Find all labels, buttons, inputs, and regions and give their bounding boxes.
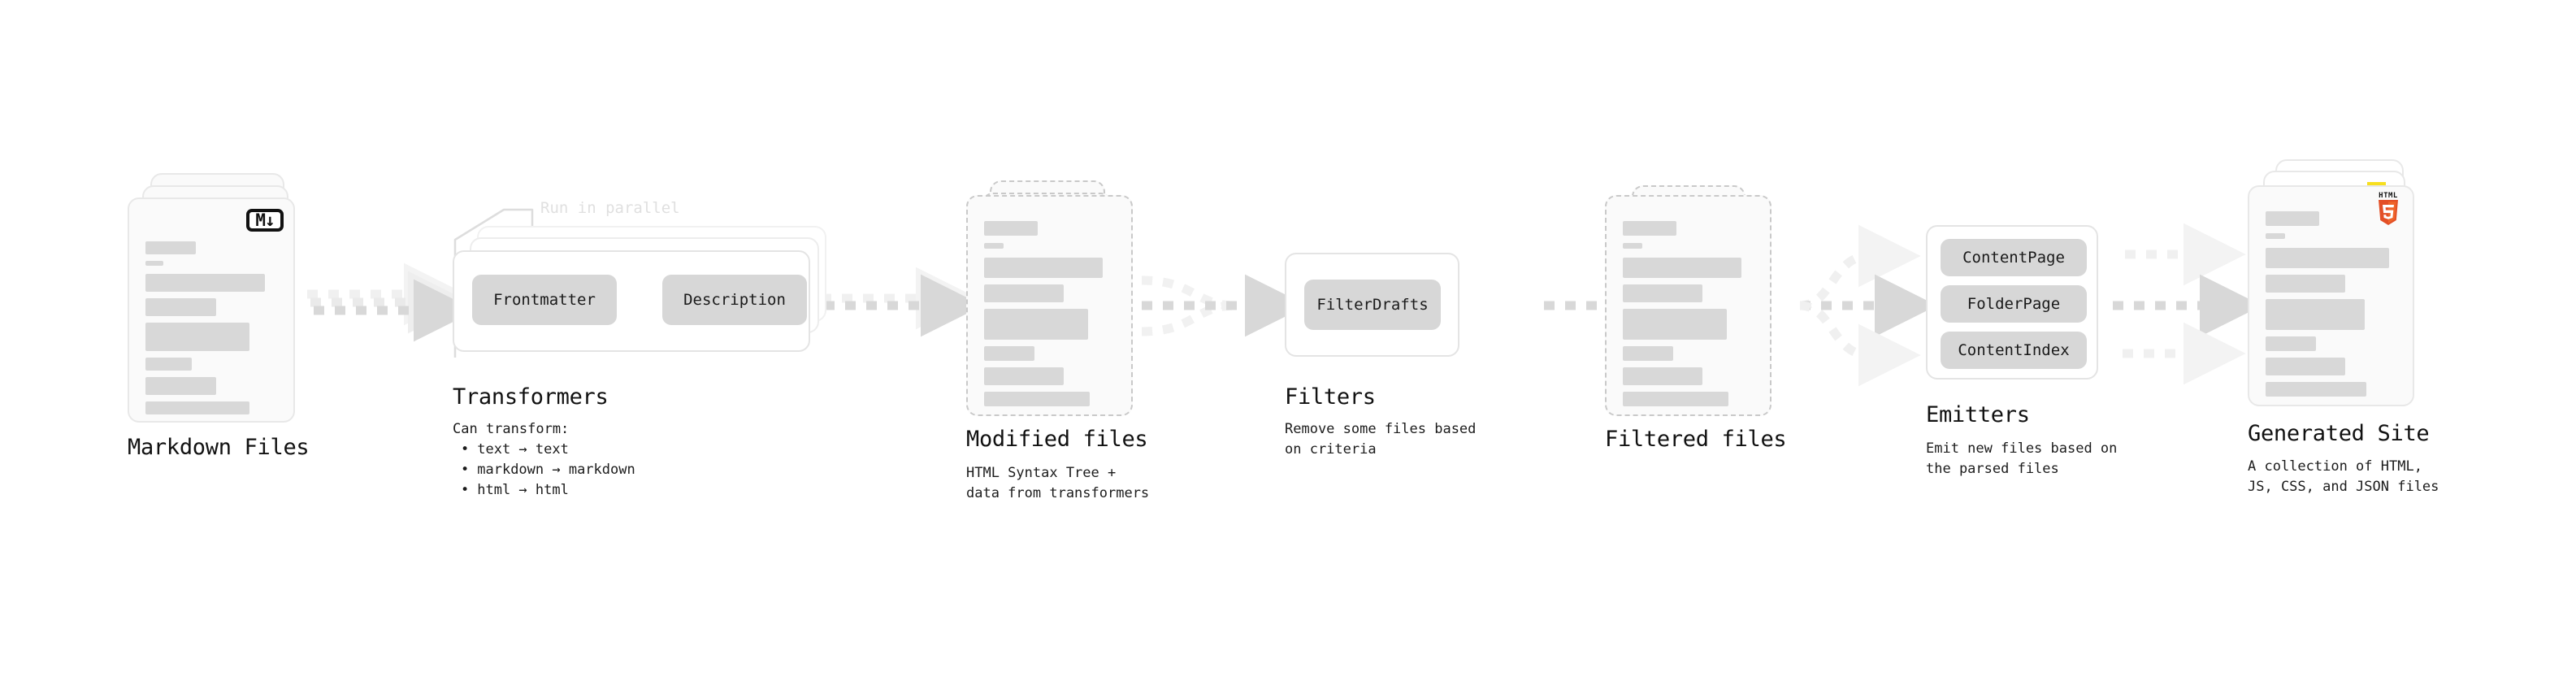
run-in-parallel-label: Run in parallel [540,199,680,217]
doc-bar [984,346,1034,361]
doc-bar [1623,392,1728,406]
doc-bar [2266,358,2345,375]
doc-bar [1623,309,1727,340]
transformers-lead: Can transform: [453,421,570,437]
stage-title-modified-files: Modified files [966,427,1148,452]
arrow-markdown-to-transformers [307,262,476,342]
transformer-chip-frontmatter[interactable]: Frontmatter [472,275,617,325]
emitters-description: Emit new files based on the parsed files [1926,440,2118,477]
filters-panel: FilterDrafts [1285,253,1459,357]
doc-bar [145,241,196,254]
doc-bar [1623,284,1702,302]
arrow-filtered-to-emitters [1799,224,1937,387]
stage-title-transformers: Transformers [453,384,609,410]
doc-bar [984,309,1088,340]
doc-bar [984,243,1004,249]
doc-bar [1623,367,1702,385]
doc-bar [145,401,249,414]
doc-bar [1623,258,1741,278]
arrow-modified-to-filters [1141,274,1308,337]
html5-shield-icon [2379,200,2398,225]
arrow-transformers-to-modified [821,267,983,337]
doc-bar [2266,382,2366,397]
doc-bar [145,358,192,371]
generated-site-description: A collection of HTML, JS, CSS, and JSON … [2248,458,2439,495]
modified-card-front [966,195,1133,416]
doc-bar [145,298,216,316]
stage-title-emitters: Emitters [1926,402,2030,427]
filter-chip-filterdrafts[interactable]: FilterDrafts [1304,280,1441,330]
doc-bar [145,274,265,292]
doc-bar [984,367,1064,385]
doc-bar [984,392,1090,406]
doc-bar [2266,275,2345,293]
transformers-bullet-list: text → text markdown → markdown html → h… [453,440,635,501]
site-card-front: HTML [2248,185,2414,406]
filters-description: Remove some files based on criteria [1285,421,1477,458]
transformers-bullet: markdown → markdown [453,460,635,480]
doc-bar [984,284,1064,302]
modified-files-description: HTML Syntax Tree + data from transformer… [966,465,1150,501]
emitter-chip-folderpage[interactable]: FolderPage [1941,285,2087,323]
emitter-chip-contentpage[interactable]: ContentPage [1941,239,2087,276]
stage-title-filters: Filters [1285,384,1376,410]
html5-badge: HTML [2375,192,2401,226]
doc-bar [1623,243,1642,249]
transformers-description: Can transform: text → text markdown → ma… [453,419,635,501]
doc-bar [984,221,1038,236]
emitter-chip-contentindex[interactable]: ContentIndex [1941,332,2087,369]
doc-bar [145,377,216,395]
html5-badge-label: HTML [2379,192,2398,200]
doc-bar [984,258,1103,278]
doc-bar [1623,221,1676,236]
doc-bar [2266,299,2365,330]
arrow-emitters-to-site [2113,223,2262,385]
transformers-bullet: text → text [453,440,635,460]
filtered-card-front [1605,195,1772,416]
markdown-card-front: M↓ [128,197,295,423]
transformer-chip-description[interactable]: Description [662,275,807,325]
emitters-panel: ContentPage FolderPage ContentIndex [1926,225,2098,380]
doc-bar [1623,346,1673,361]
doc-bar [145,261,163,266]
markdown-badge: M↓ [246,209,284,232]
doc-bar [2266,248,2389,268]
transformers-bullet: html → html [453,480,635,501]
stage-title-filtered-files: Filtered files [1605,427,1787,452]
stage-title-markdown-files: Markdown Files [128,435,310,460]
doc-bar [2266,211,2319,226]
transformer-panel-front: Frontmatter Description [453,250,810,352]
stage-title-generated-site: Generated Site [2248,421,2430,446]
doc-bar [145,323,249,351]
doc-bar [2266,336,2316,351]
doc-bar [2266,233,2285,239]
